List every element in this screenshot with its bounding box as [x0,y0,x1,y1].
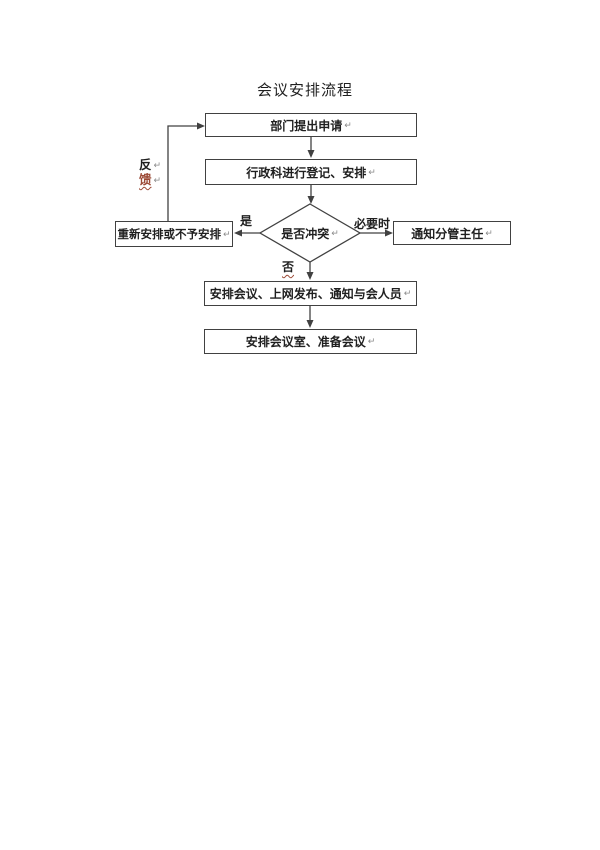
arrowhead-apply-to-register [307,150,315,158]
return-mark: ↵ [222,228,231,239]
edge-label-when-necessary: 必要时 [354,217,391,231]
node-label: 安排会议室、准备会议 [245,335,366,349]
edge-label-yes: 是 [240,214,253,228]
return-mark: ↵ [153,175,162,185]
node-conflict-decision: 是否冲突↵ [260,226,360,241]
node-rearrange: 重新安排或不予安排↵ [115,221,233,247]
arrowhead-conflict-to-arrange [306,272,314,280]
edge-label-no: 否 [282,260,295,274]
node-arrange-publish: 安排会议、上网发布、通知与会人员↵ [204,281,417,306]
return-mark: ↵ [344,119,352,130]
return-mark: ↵ [367,336,376,346]
arrowhead-register-to-conflict [307,196,315,204]
node-apply: 部门提出申请↵ [205,113,417,137]
feedback-label: 反↵ 馈↵ [139,158,161,188]
return-mark: ↵ [403,288,412,298]
node-notify-director: 通知分管主任↵ [393,221,511,245]
return-mark: ↵ [368,166,376,177]
feedback-line-1: 反↵ [139,158,162,172]
node-label: 部门提出申请 [270,118,343,133]
arrow-feedback-to-apply [167,125,200,221]
arrowhead-arrange-to-prepare [306,320,314,328]
feedback-line-2: 馈↵ [139,173,162,187]
arrowhead-conflict-to-rearrange [234,229,242,237]
node-label: 通知分管主任 [411,226,484,241]
arrowhead-feedback-to-apply [197,122,205,130]
return-mark: ↵ [153,160,162,170]
return-mark: ↵ [485,227,493,238]
diagram-title: 会议安排流程 [256,83,353,99]
node-label: 行政科进行登记、安排 [246,165,367,180]
node-prepare-room: 安排会议室、准备会议↵ [204,329,417,354]
return-mark: ↵ [331,228,339,238]
node-label: 安排会议、上网发布、通知与会人员 [209,287,402,301]
node-label: 是否冲突 [281,227,330,241]
node-label: 重新安排或不予安排 [117,229,221,241]
node-register: 行政科进行登记、安排↵ [205,159,417,185]
